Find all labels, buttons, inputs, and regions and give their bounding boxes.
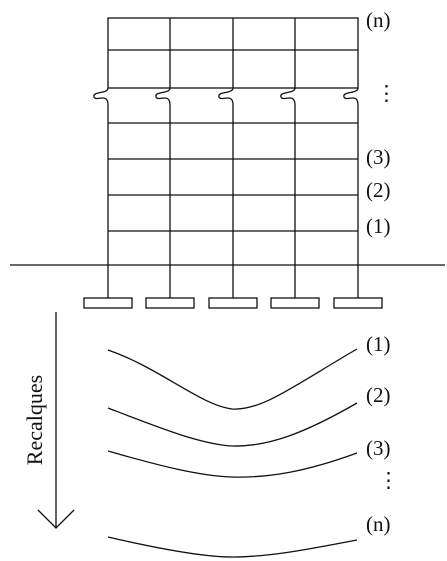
curve-label-dots: ⋮ [378,468,399,492]
settlement-curves [107,348,358,558]
floor-label-dots: ⋮ [376,81,397,105]
break-symbol [218,87,234,106]
curve-label-2: (2) [366,383,391,407]
settlement-curve-n [107,536,358,558]
break-symbol [93,87,109,106]
footings [83,297,383,309]
curve-label-1: (1) [366,332,391,356]
floor-label-n: (n) [366,8,391,32]
settlement-curve-1 [107,348,358,410]
settlement-curve-labels: (1) (2) (3) ⋮ (n) [366,332,399,536]
upper-frame [107,17,359,89]
settlement-curve-3 [107,450,358,478]
settlement-curve-2 [107,402,358,447]
settlement-axis-label: Recalques [22,375,47,465]
column-break-symbols [93,87,359,106]
footing [333,297,383,309]
curve-label-3: (3) [366,436,391,460]
footing [270,297,320,309]
floor-label-3: (3) [366,145,391,169]
arrow-head [37,509,75,529]
floor-label-2: (2) [366,178,391,202]
floor-label-1: (1) [366,214,391,238]
curve-label-n: (n) [366,512,391,536]
break-symbol [343,87,359,106]
break-symbol [280,87,296,106]
lower-frame [107,105,359,298]
settlement-arrow: Recalques [22,312,75,529]
footing [208,297,258,309]
footing [83,297,133,309]
footing [145,297,195,309]
floor-labels: (n) ⋮ (3) (2) (1) [366,8,397,238]
break-symbol [155,87,171,106]
